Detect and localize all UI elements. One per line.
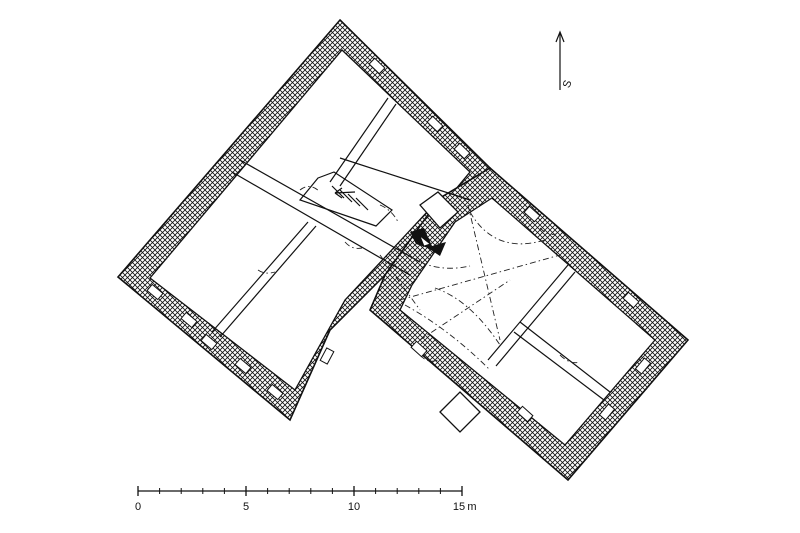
scale-tick-label-15: 15 xyxy=(453,501,465,513)
hall-wall-b xyxy=(495,271,576,367)
window xyxy=(266,383,284,401)
vault-diagonal-4 xyxy=(379,254,421,311)
door-swing-5 xyxy=(559,354,581,364)
corridor-wall-upper xyxy=(239,159,421,263)
window xyxy=(234,357,252,375)
upper-room-wall-b xyxy=(339,103,397,187)
scale-tick-label-10: 10 xyxy=(348,501,360,513)
north-arrow: S xyxy=(555,30,575,90)
vault-arc-4 xyxy=(434,287,501,346)
window xyxy=(634,357,652,375)
vault-arc-2 xyxy=(404,304,491,371)
vault-diagonal-3 xyxy=(419,279,511,341)
door-swing-2 xyxy=(344,241,363,249)
corridor-wall-lower xyxy=(231,171,411,276)
window xyxy=(319,347,335,365)
north-arrow-head xyxy=(555,30,565,43)
scale-minor-ticks xyxy=(137,486,463,496)
right-wing-interior xyxy=(399,197,656,446)
entrance-arrow-notch xyxy=(419,234,431,247)
door-swing-1 xyxy=(299,186,321,193)
entry-vestibule xyxy=(419,191,459,229)
scale-tick-label-5: 5 xyxy=(243,501,249,513)
hall-wall-a xyxy=(487,264,569,361)
scale-bar: 0 5 10 15 m xyxy=(135,486,477,513)
door-swing-6 xyxy=(539,227,557,235)
window xyxy=(200,333,218,351)
left-room-divider-b xyxy=(219,225,317,338)
window xyxy=(368,57,386,75)
window xyxy=(146,283,164,301)
left-wing-interior xyxy=(149,49,471,391)
right-room-divider-a xyxy=(519,321,611,393)
window xyxy=(426,115,444,133)
upper-room-wall-c xyxy=(339,157,471,201)
door-swing-4 xyxy=(257,269,276,274)
vault-diagonal-1 xyxy=(467,204,501,341)
door-swing-3 xyxy=(379,204,399,223)
scale-unit-label: m xyxy=(467,501,476,513)
doors xyxy=(257,186,581,364)
entry-porch xyxy=(439,391,481,433)
scale-tick-label-0: 0 xyxy=(135,501,141,513)
north-arrow-label: S xyxy=(561,79,575,90)
window xyxy=(516,405,534,423)
window xyxy=(410,340,428,358)
stair-block xyxy=(298,171,393,227)
vault-diagonal-2 xyxy=(399,254,561,301)
upper-room-wall-a xyxy=(329,97,389,183)
left-room-divider-a xyxy=(211,221,309,333)
vaulted-hall xyxy=(379,204,561,371)
window xyxy=(453,142,471,160)
right-room-divider-b xyxy=(513,331,605,401)
window xyxy=(523,205,541,223)
stair-treads xyxy=(331,185,369,211)
interior-partitions xyxy=(211,97,611,433)
window xyxy=(180,311,198,329)
vault-arc-3 xyxy=(397,247,471,269)
entrance-marker xyxy=(410,228,446,256)
windows xyxy=(146,57,652,423)
window xyxy=(622,291,640,309)
window xyxy=(598,403,616,421)
vault-arc-1 xyxy=(469,211,546,245)
stair-arrow xyxy=(334,187,356,199)
